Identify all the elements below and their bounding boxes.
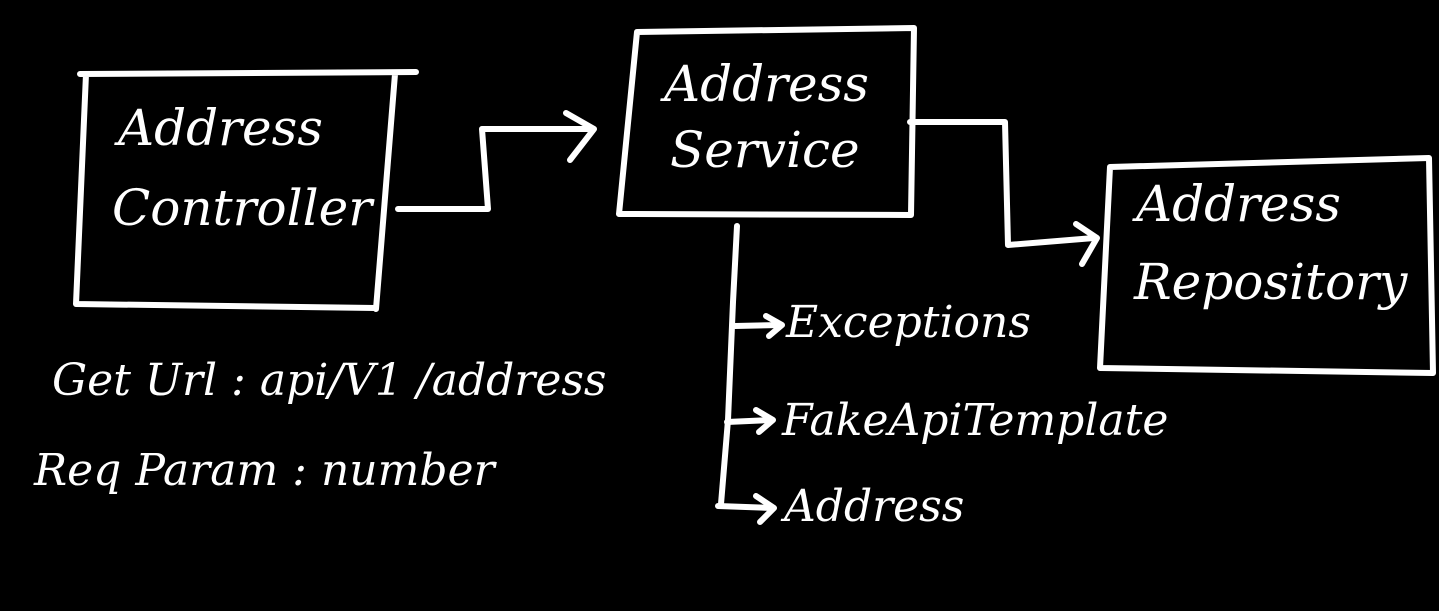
controller-label-line2: Controller — [112, 179, 373, 237]
dependency-item-address: Address — [784, 481, 965, 532]
service-label-line1: Address — [664, 55, 869, 113]
repository-box — [1097, 155, 1436, 376]
dependency-branch-fakeapitemplate — [724, 417, 774, 425]
req-param-note: Req Param : number — [34, 445, 495, 496]
dependency-item-exceptions: Exceptions — [786, 297, 1031, 348]
dependency-branch-exceptions — [732, 322, 784, 329]
controller-label-line1: Address — [118, 99, 323, 157]
dependency-trunk — [718, 223, 740, 507]
service-box — [616, 25, 917, 218]
service-to-repository-arrowhead — [1073, 221, 1100, 267]
repository-label-line1: Address — [1136, 175, 1341, 233]
controller-to-service-arrowhead — [563, 110, 597, 163]
dependency-branch-address — [715, 503, 775, 511]
service-to-repository-connector — [907, 119, 1097, 248]
dependency-arrowhead-exceptions — [763, 313, 785, 339]
repository-label-line2: Repository — [1134, 253, 1408, 311]
get-url-note: Get Url : api/V1 /address — [52, 355, 607, 406]
service-label-line2: Service — [670, 121, 860, 179]
dependency-item-fakeapitemplate: FakeApiTemplate — [782, 395, 1169, 446]
dependency-arrowhead-fakeapitemplate — [753, 407, 776, 435]
dependency-arrowhead-address — [753, 493, 777, 525]
controller-box — [73, 69, 419, 312]
controller-to-service-connector — [395, 126, 591, 212]
